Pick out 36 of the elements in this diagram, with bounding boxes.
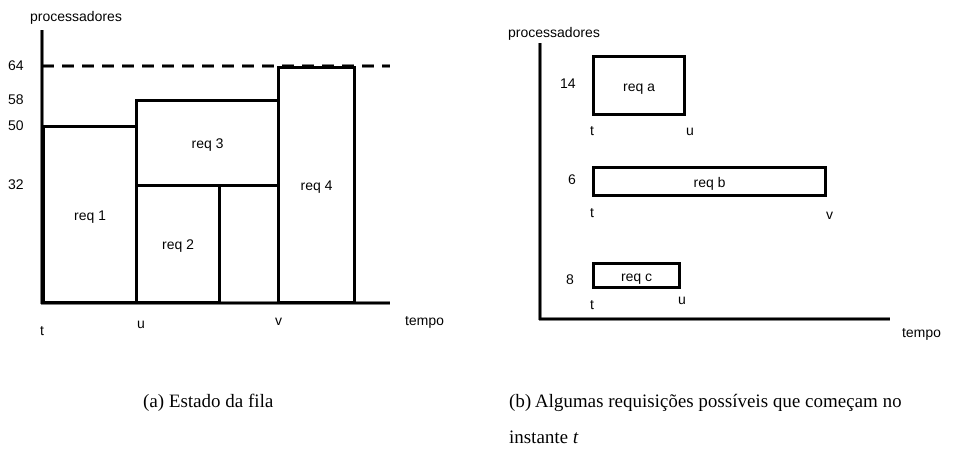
time-mark: v xyxy=(275,313,282,327)
time-mark: t xyxy=(590,297,594,311)
request-block xyxy=(592,166,827,197)
request-block xyxy=(42,125,138,304)
axis-title: tempo xyxy=(405,313,444,327)
time-mark: t xyxy=(590,205,594,219)
request-block xyxy=(592,262,681,289)
tick-label: 58 xyxy=(8,92,24,106)
request-label: req b xyxy=(694,174,726,190)
tick-label: 8 xyxy=(566,272,574,286)
tick-label: 64 xyxy=(8,58,24,72)
time-mark: u xyxy=(686,123,694,137)
time-mark: u xyxy=(137,316,145,330)
request-label: req 4 xyxy=(300,177,332,193)
axis-title: processadores xyxy=(508,25,600,39)
tick-label: 14 xyxy=(560,76,576,90)
caption: (a) Estado da fila xyxy=(143,390,274,414)
tick-label: 32 xyxy=(8,177,24,191)
caption: (b) Algumas requisições possíveis que começam no instante t xyxy=(509,390,903,450)
request-block xyxy=(592,55,686,116)
request-label: req c xyxy=(620,268,652,284)
time-mark: v xyxy=(826,207,833,221)
request-label: req 2 xyxy=(162,236,194,252)
tick-label: 50 xyxy=(8,118,24,132)
time-mark: t xyxy=(40,323,44,337)
request-block xyxy=(277,66,356,304)
request-label: req 1 xyxy=(74,206,106,222)
request-label: req a xyxy=(623,78,655,94)
request-block xyxy=(135,184,221,304)
time-mark: t xyxy=(590,123,594,137)
axis-title: tempo xyxy=(902,325,941,339)
tick-label: 6 xyxy=(568,172,576,186)
axis-title: processadores xyxy=(30,9,122,23)
time-mark: u xyxy=(678,292,686,306)
request-block xyxy=(135,99,280,187)
request-label: req 3 xyxy=(192,135,224,151)
